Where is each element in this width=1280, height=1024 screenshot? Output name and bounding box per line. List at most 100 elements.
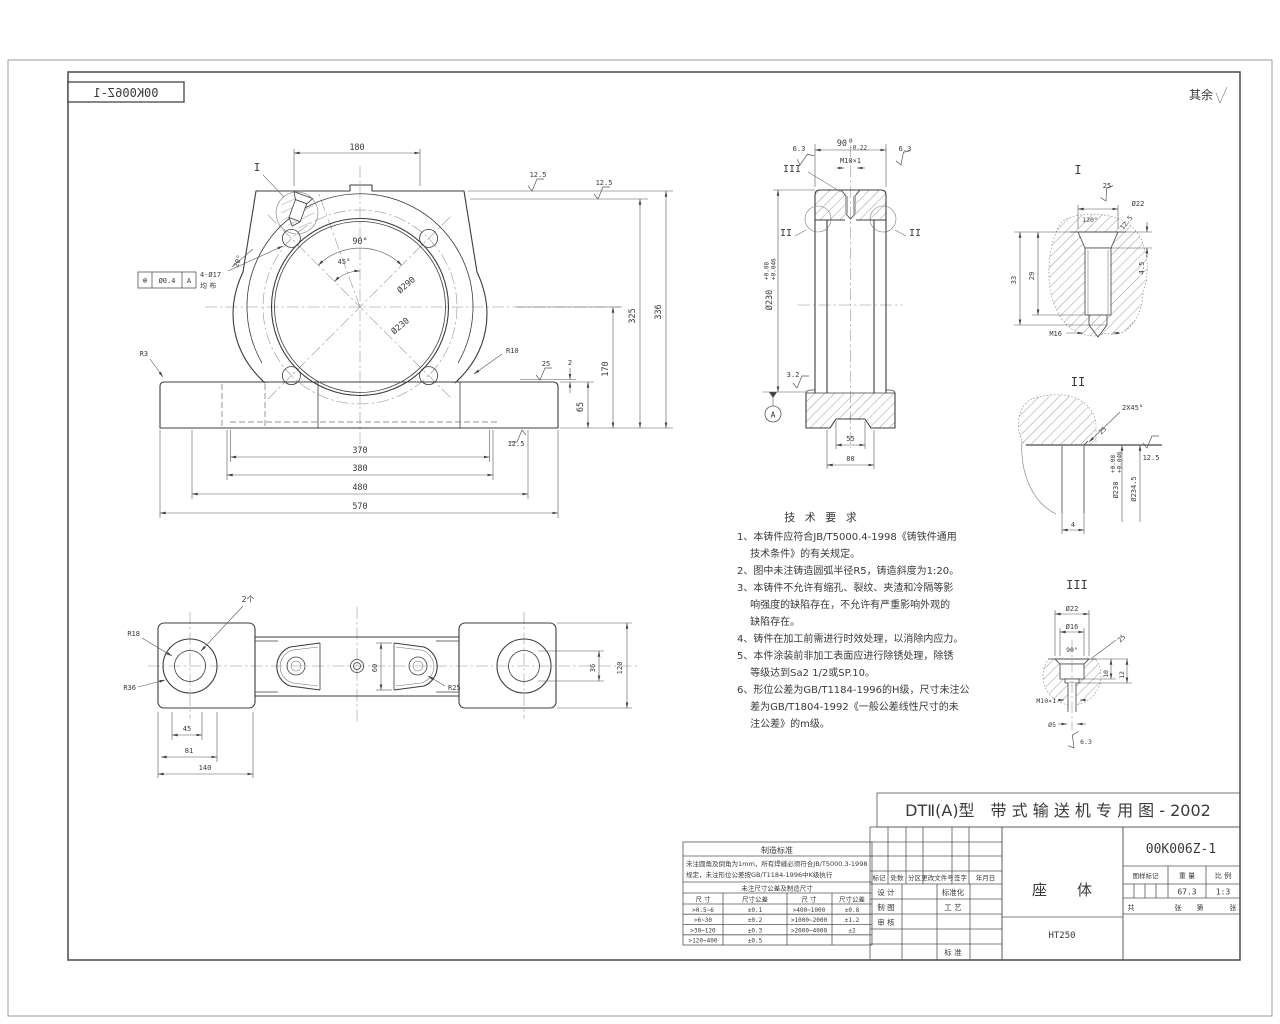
tech-line: 缺陷存在。 xyxy=(737,615,800,628)
dim-45deg: 45° xyxy=(338,258,351,266)
section-view: II II III 90 0 -0.22 M10×1 6.3 6.3 Ø230 … xyxy=(763,138,921,469)
weight-value: 67.3 xyxy=(1177,888,1196,897)
tol-note1: 4-Ø17 xyxy=(200,271,221,279)
mfg-header: 尺 寸 xyxy=(801,895,817,904)
stamp: 00K006Z-1 xyxy=(67,81,185,103)
finish-63-left: 6.3 xyxy=(793,145,806,153)
mfg-cell: ±0.3 xyxy=(748,927,763,934)
dim-bore-d2: Ø230 xyxy=(1112,482,1120,499)
tech-line: 响强度的缺陷存在，不允许有严重影响外观的 xyxy=(737,598,950,611)
title-block: DTⅡ(A)型 带 式 输 送 机 专 用 图 - 2002 标记 处数 分区 … xyxy=(869,792,1241,961)
finish-63-d3: 6.3 xyxy=(1080,738,1092,746)
dim-170: 170 xyxy=(601,361,611,376)
dim-29: 29 xyxy=(1028,272,1036,280)
dim-bore-sup: +0.08 xyxy=(764,262,771,280)
mfg-cell: ±0.2 xyxy=(748,917,763,924)
mfg-table-title: 未注尺寸公差及制造尺寸 xyxy=(741,884,813,893)
front-view: I 180 90° 45° 20° Ø290 Ø230 336 325 170 … xyxy=(137,143,673,518)
label-scale: 比 例 xyxy=(1215,871,1231,880)
rev-header: 处数 xyxy=(891,873,905,882)
dim-120: 120 xyxy=(616,662,624,675)
dim-90-sup: 0 xyxy=(849,138,853,145)
dim-m10-d3: M10×1 xyxy=(1036,697,1056,705)
dim-90deg: 90° xyxy=(352,237,367,247)
mfg-header: 尺寸公差 xyxy=(742,895,769,904)
part-name: 座 体 xyxy=(1032,881,1092,899)
tech-line: 差为GB/T1804-1992《一般公差线性尺寸的未 xyxy=(737,700,959,713)
dim-370: 370 xyxy=(352,446,367,456)
dim-d22-d3: Ø22 xyxy=(1066,605,1079,613)
mfg-cell: >30~120 xyxy=(690,927,716,934)
mfg-cell: ±0.1 xyxy=(748,907,763,914)
dim-bore-d2-sub: +0.046 xyxy=(1117,451,1124,473)
finish-25-d1: 25 xyxy=(1103,182,1111,190)
dim-20deg: 20° xyxy=(232,254,244,269)
dim-45-sink: 4.5 xyxy=(1138,262,1146,275)
dim-33: 33 xyxy=(1010,276,1018,284)
tol-symbol: ⊕ xyxy=(143,276,148,285)
surface-note: 其余 xyxy=(1189,86,1228,104)
mfg-title: 制造标准 xyxy=(761,845,793,855)
callout-ii-left: II xyxy=(780,228,792,239)
label-sheet: 张 xyxy=(1230,903,1237,912)
dim-45: 45 xyxy=(183,725,191,733)
finish-12-5-c: 12.5 xyxy=(508,440,525,448)
mfg-cell: >6~30 xyxy=(694,917,712,924)
sig-label-drafting: 制 图 xyxy=(877,902,894,912)
stamp-text: 00K006Z-1 xyxy=(93,86,158,100)
callout-ii-right: II xyxy=(909,228,921,239)
m16-hole-section xyxy=(280,191,315,229)
mfg-cell: ±0.8 xyxy=(845,907,860,914)
label-sheets: 张 xyxy=(1175,903,1182,912)
mfg-cell: >0.5~6 xyxy=(692,907,714,914)
position-tolerance-frame: ⊕ Ø0.4 A 4-Ø17 均 布 xyxy=(137,245,284,290)
dim-380: 380 xyxy=(352,464,367,474)
mfg-header: 尺 寸 xyxy=(695,895,711,904)
label-total: 共 xyxy=(1128,903,1135,912)
rev-header: 签字 xyxy=(954,873,968,882)
dim-36: 36 xyxy=(589,664,597,672)
finish-25-d2: 25 xyxy=(1097,425,1108,436)
roughness-icon xyxy=(1215,86,1228,104)
dim-r3: R3 xyxy=(140,350,148,358)
dim-4: 4 xyxy=(1071,521,1075,529)
mfg-note1: 未注圆角及倒角为1mm，所有焊缝必须符合JB/T5000.3-1998 xyxy=(686,859,867,868)
mfg-cell: ±0.5 xyxy=(748,938,763,945)
dim-570: 570 xyxy=(352,502,367,512)
tol-datum: A xyxy=(187,277,192,285)
finish-63-right: 6.3 xyxy=(899,145,912,153)
dim-bore-sub: +0.046 xyxy=(771,258,778,280)
dim-81: 81 xyxy=(185,747,193,755)
dim-90: 90 xyxy=(837,139,847,149)
finish-25: 25 xyxy=(542,360,550,368)
finish-125-d2: 12.5 xyxy=(1143,454,1160,462)
dim-65: 65 xyxy=(576,402,586,412)
dim-140: 140 xyxy=(199,764,212,772)
mfg-cell: >2000~4000 xyxy=(791,927,828,934)
dim-r18: R18 xyxy=(127,630,140,638)
datum-a: A xyxy=(771,411,776,420)
rev-header: 更改文件号 xyxy=(921,873,954,882)
label-no: 第 xyxy=(1197,903,1204,912)
dim-60: 60 xyxy=(371,664,379,672)
sig-label-check: 审 核 xyxy=(877,917,895,927)
dim-2: 2 xyxy=(568,359,572,367)
material: HT250 xyxy=(1048,931,1075,941)
border-frame xyxy=(7,59,1273,1017)
sig-label-design: 设 计 xyxy=(877,887,895,897)
dim-r10: R10 xyxy=(506,347,519,355)
dim-d22: Ø22 xyxy=(1132,200,1145,208)
dim-2345: Ø234.5 xyxy=(1130,476,1138,501)
finish-12-5-b: 12.5 xyxy=(596,179,613,187)
tech-line: 等级达到Sa2 1/2或SP.10。 xyxy=(737,666,875,679)
dim-d230: Ø230 xyxy=(389,315,412,337)
tech-requirements: 技 术 要 求 1、本铸件应符合JB/T5000.4-1998《铸铁件通用 技术… xyxy=(737,511,969,730)
detail-iii-label: III xyxy=(1066,578,1088,592)
sig-label-process: 工 艺 xyxy=(944,903,961,912)
label-weight: 重 量 xyxy=(1179,872,1195,880)
rev-header: 年月日 xyxy=(976,873,996,882)
detail-i: I Ø22 25 120° 12.5 33 29 4.5 M16 xyxy=(1010,163,1152,338)
mfg-cell: >120~400 xyxy=(689,938,718,945)
tol-value: Ø0.4 xyxy=(159,277,176,285)
